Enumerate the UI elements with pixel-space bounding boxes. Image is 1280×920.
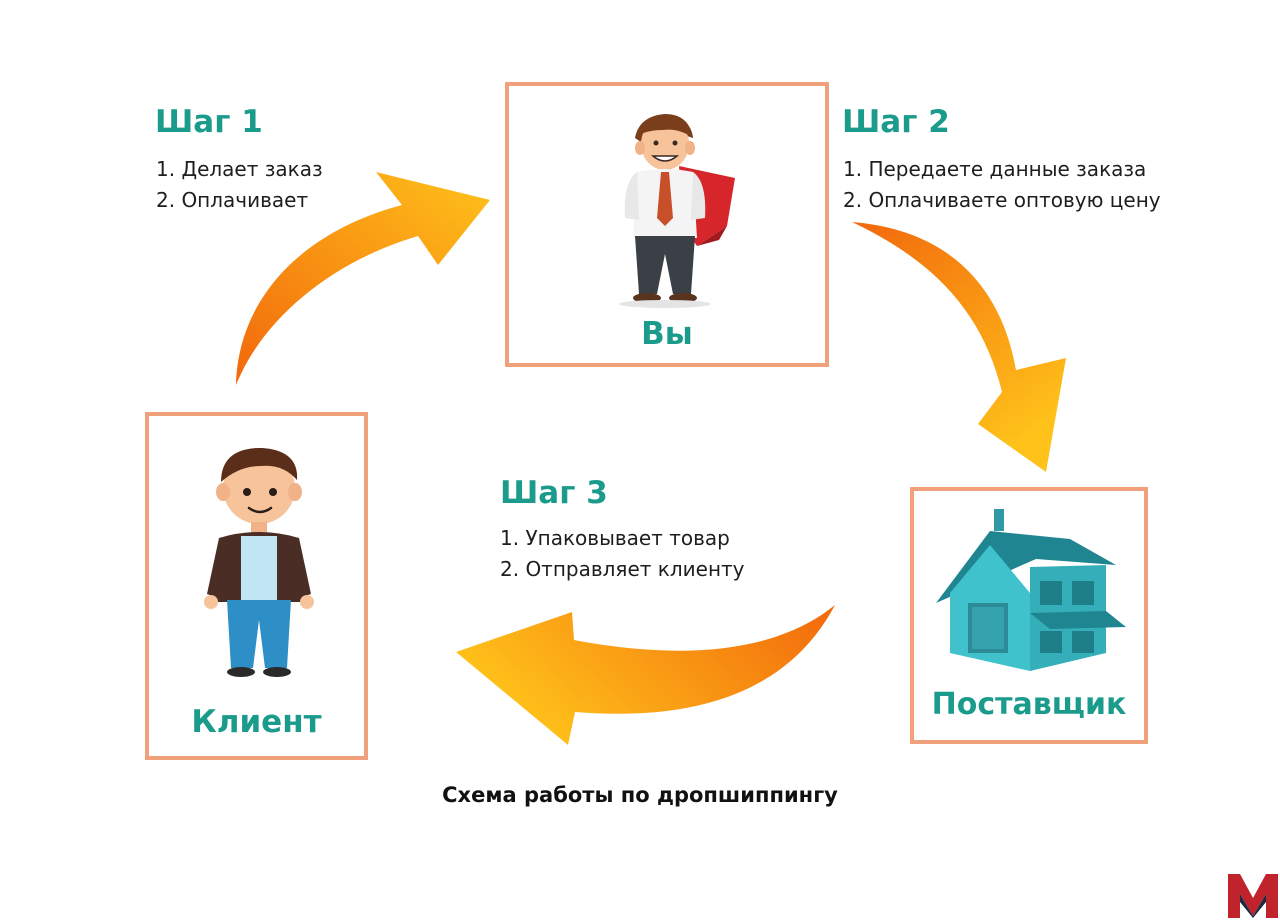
arrow-supplier-to-client [456,605,835,745]
arrow-client-to-you [236,172,490,385]
superhero-man-icon [619,114,735,308]
node-supplier-label: Поставщик [931,687,1127,722]
diagram-caption: Схема работы по дропшиппингу [442,783,838,807]
step-3-title: Шаг 3 [500,475,608,511]
client-man-icon [204,448,314,677]
node-supplier: Поставщик [910,487,1148,744]
step-3-line-1: 1. Упаковывает товар [500,526,730,550]
step-2-title: Шаг 2 [842,104,950,140]
step-2-line-2: 2. Оплачиваете оптовую цену [843,188,1161,212]
house-icon [936,509,1126,671]
step-1-line-1: 1. Делает заказ [156,157,323,181]
node-client: Клиент [145,412,368,760]
node-you: Вы [505,82,829,367]
step-1-line-2: 2. Оплачивает [156,188,309,212]
arrow-you-to-supplier [852,222,1066,472]
step-1-title: Шаг 1 [155,104,263,140]
node-client-label: Клиент [191,704,322,740]
node-you-label: Вы [641,316,693,352]
step-3-line-2: 2. Отправляет клиенту [500,557,745,581]
step-2-line-1: 1. Передаете данные заказа [843,157,1147,181]
m-logo-icon [1228,874,1278,918]
